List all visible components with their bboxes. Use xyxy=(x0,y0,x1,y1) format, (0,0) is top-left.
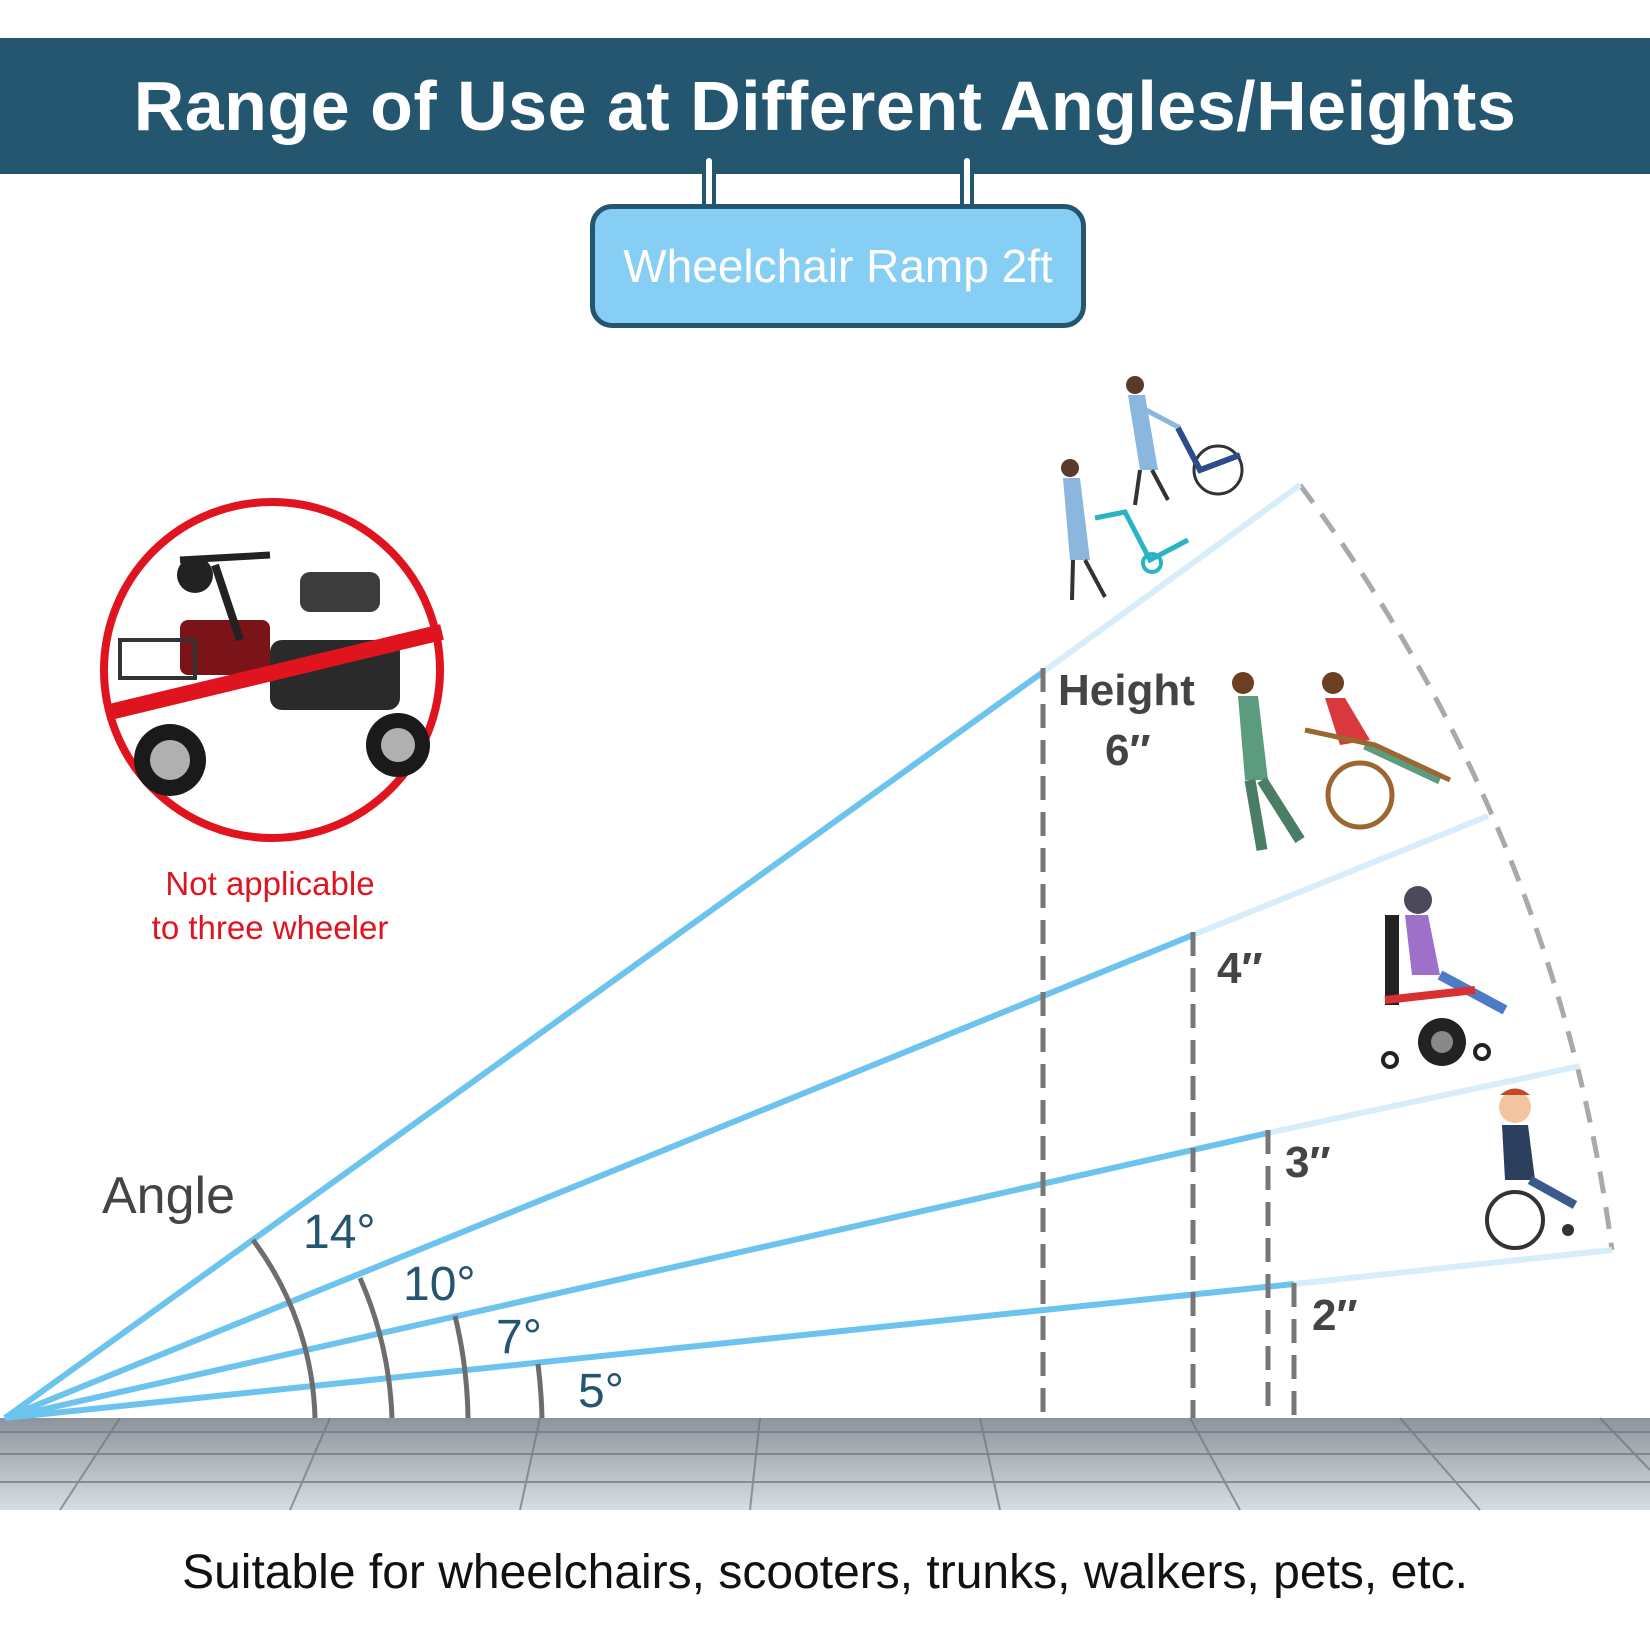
ramp-line-5 xyxy=(4,1247,1613,1421)
ramp-line-14 xyxy=(3,482,1302,1421)
header-banner: Range of Use at Different Angles/Heights xyxy=(0,38,1650,174)
height-3-label: 3″ xyxy=(1285,1138,1331,1187)
angle-arc-7 xyxy=(452,1315,471,1419)
angle-10-label: 10° xyxy=(403,1258,476,1311)
height-6-label: 6″ xyxy=(1105,726,1151,775)
not-applicable-warning: Not applicable to three wheeler xyxy=(120,862,420,950)
suitability-footer: Suitable for wheelchairs, scooters, trun… xyxy=(182,1546,1468,1599)
angle-5-label: 5° xyxy=(578,1365,624,1418)
nurse-with-wheelchair-icon xyxy=(1126,376,1244,506)
range-arc xyxy=(1298,483,1615,1251)
ramp-size-label: Wheelchair Ramp 2ft xyxy=(623,240,1053,292)
nurse-with-hand-truck-icon xyxy=(1061,459,1190,601)
boy-wheelchair-icon xyxy=(1485,1088,1578,1250)
ramp-size-sign: Wheelchair Ramp 2ft xyxy=(590,204,1086,328)
woman-power-wheelchair-icon xyxy=(1381,886,1508,1069)
ramp-line-10 xyxy=(3,813,1490,1421)
no-three-wheeler-icon xyxy=(100,498,444,842)
angle-arc-10 xyxy=(357,1276,395,1419)
height-label: Height xyxy=(1058,666,1195,715)
ramp-line-7 xyxy=(4,1063,1581,1421)
warning-line-2: to three wheeler xyxy=(151,909,389,946)
height-2-label: 2″ xyxy=(1312,1291,1358,1340)
height-4-label: 4″ xyxy=(1217,944,1263,993)
angle-label: Angle xyxy=(102,1167,235,1225)
warning-line-1: Not applicable xyxy=(165,865,375,902)
angle-14-label: 14° xyxy=(303,1206,376,1259)
tiled-floor xyxy=(0,1417,1650,1511)
angle-arc-14 xyxy=(251,1238,318,1419)
man-with-wheelchair-user-icon xyxy=(1232,672,1452,851)
page-title: Range of Use at Different Angles/Heights xyxy=(133,67,1517,145)
angle-7-label: 7° xyxy=(496,1311,542,1364)
angle-arc-5 xyxy=(535,1363,545,1419)
